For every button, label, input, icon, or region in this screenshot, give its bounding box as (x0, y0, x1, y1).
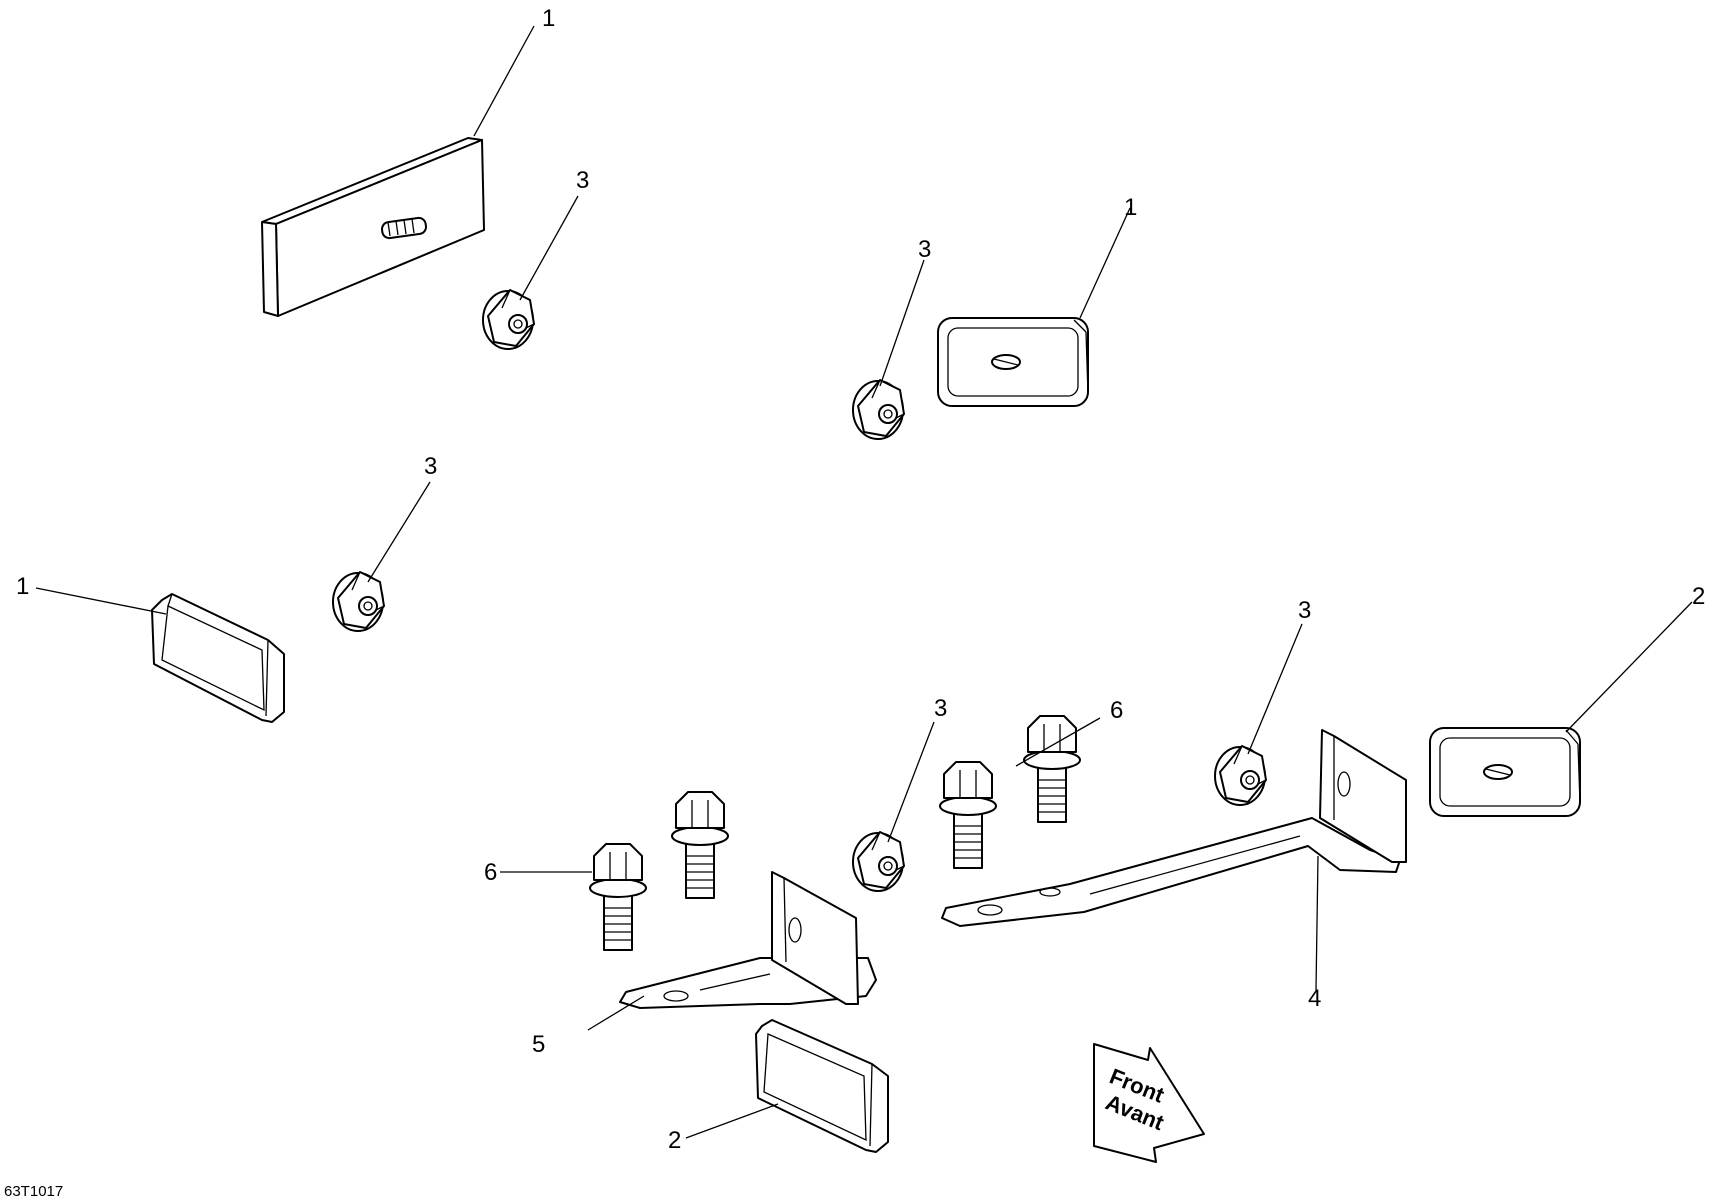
callout-part-3-d: 3 (934, 695, 947, 722)
nut-part-3-c (332, 571, 385, 632)
callout-part-3-c: 3 (424, 453, 437, 480)
bracket-part-4 (941, 729, 1407, 927)
nut-part-3-a (482, 289, 535, 350)
bolt-part-6-a (589, 843, 647, 951)
callout-part-6-b: 6 (1110, 697, 1123, 724)
callout-part-3-b: 3 (918, 236, 931, 263)
callout-part-1-a: 1 (542, 5, 555, 32)
callout-part-4: 4 (1308, 985, 1321, 1012)
callout-part-6-a: 6 (484, 859, 497, 886)
pad-part-2-right (1429, 727, 1581, 817)
nut-part-3-b (852, 379, 905, 440)
bolt-part-6-d (1023, 715, 1081, 823)
bracket-part-5 (619, 871, 877, 1009)
callout-part-5: 5 (532, 1031, 545, 1058)
pad-part-1-left (151, 593, 285, 723)
callout-part-3-a: 3 (576, 167, 589, 194)
front-direction-arrow: Front Avant (1093, 1043, 1205, 1163)
drawing-code: 63T1017 (4, 1183, 63, 1200)
bolt-part-6-c (939, 761, 997, 869)
callout-part-2-a: 2 (1692, 583, 1705, 610)
callout-part-2-b: 2 (668, 1127, 681, 1154)
nut-part-3-d (852, 831, 905, 892)
callout-part-1-b: 1 (1124, 194, 1137, 221)
pad-part-1-top-right (937, 317, 1089, 407)
pad-part-2-bottom (755, 1019, 889, 1153)
bolt-part-6-b (671, 791, 729, 899)
callout-part-1-c: 1 (16, 573, 29, 600)
plate-part-1-top-left (261, 137, 485, 317)
nut-part-3-e (1214, 745, 1267, 806)
callout-part-3-e: 3 (1298, 597, 1311, 624)
leader-lines (35, 25, 1693, 1139)
